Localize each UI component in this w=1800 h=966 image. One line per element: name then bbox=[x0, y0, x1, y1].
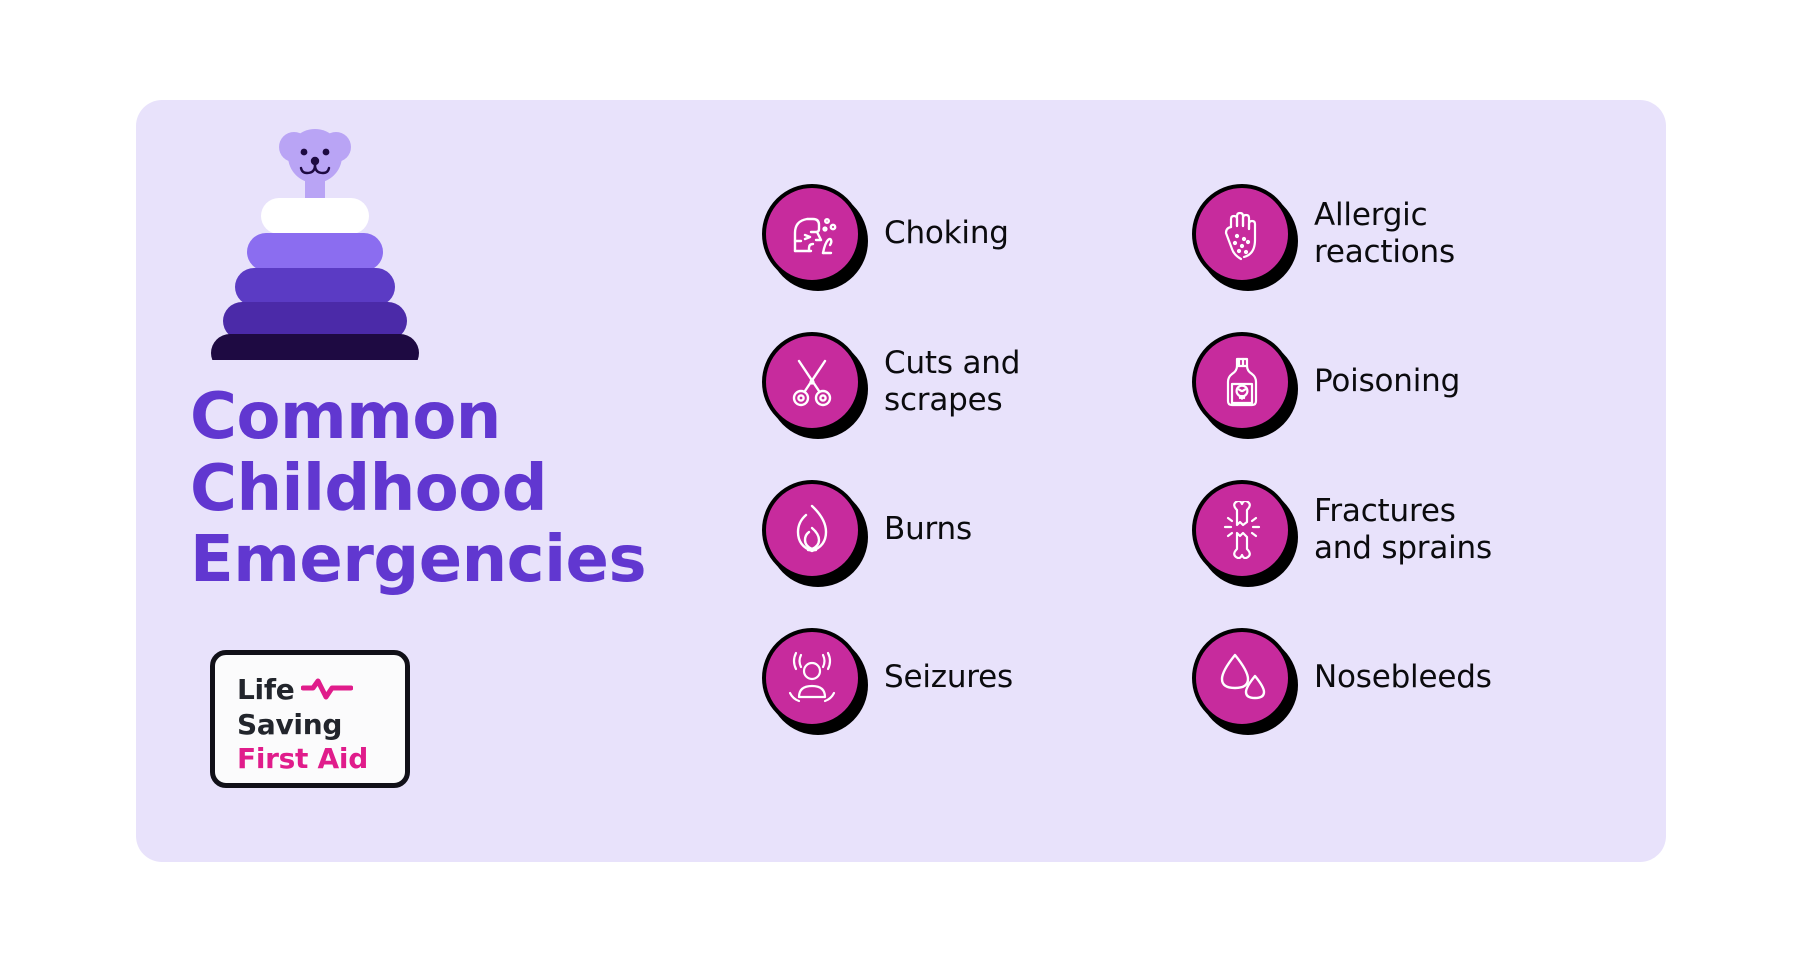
brand-logo: Life Saving First Aid bbox=[210, 650, 410, 788]
list-item-allergic-reactions[interactable]: Allergic reactions bbox=[1192, 160, 1622, 308]
stacking-ring-toy-icon bbox=[190, 120, 450, 360]
list-item-burns[interactable]: Burns bbox=[762, 456, 1192, 604]
flame-icon bbox=[783, 501, 841, 559]
item-label: Nosebleeds bbox=[1314, 659, 1492, 696]
list-item-poisoning[interactable]: Poisoning bbox=[1192, 308, 1622, 456]
item-label: Burns bbox=[884, 511, 972, 548]
poison-bottle-skull-icon bbox=[1213, 353, 1271, 411]
page-title: Common Childhood Emergencies bbox=[190, 380, 647, 598]
item-label: Fractures and sprains bbox=[1314, 492, 1492, 566]
badge bbox=[762, 332, 868, 439]
badge-disc bbox=[1192, 628, 1292, 728]
blood-drops-icon bbox=[1213, 649, 1271, 707]
item-label: Choking bbox=[884, 215, 1009, 252]
broken-bone-icon bbox=[1213, 501, 1271, 559]
badge bbox=[1192, 184, 1298, 291]
logo-text-first-aid: First Aid bbox=[237, 742, 368, 775]
badge-disc bbox=[762, 332, 862, 432]
left-column: Common Childhood Emergencies Life Saving… bbox=[190, 120, 710, 860]
logo-line-life: Life bbox=[237, 672, 405, 708]
logo-text-life: Life bbox=[237, 673, 295, 706]
scissors-icon bbox=[783, 353, 841, 411]
seizure-person-waves-icon bbox=[783, 649, 841, 707]
list-item-cuts-and-scrapes[interactable]: Cuts and scrapes bbox=[762, 308, 1192, 456]
badge bbox=[762, 628, 868, 735]
heartbeat-pulse-icon bbox=[300, 674, 354, 708]
list-item-seizures[interactable]: Seizures bbox=[762, 604, 1192, 752]
badge bbox=[762, 184, 868, 291]
badge-disc bbox=[762, 184, 862, 284]
badge-disc bbox=[1192, 184, 1292, 284]
badge-disc bbox=[1192, 332, 1292, 432]
item-label: Cuts and scrapes bbox=[884, 344, 1021, 418]
list-item-fractures-and-sprains[interactable]: Fractures and sprains bbox=[1192, 456, 1622, 604]
emergency-items-grid: Choking bbox=[762, 160, 1622, 760]
badge bbox=[1192, 480, 1298, 587]
badge-disc bbox=[762, 628, 862, 728]
list-item-nosebleeds[interactable]: Nosebleeds bbox=[1192, 604, 1622, 752]
list-item-choking[interactable]: Choking bbox=[762, 160, 1192, 308]
badge bbox=[1192, 628, 1298, 735]
item-label: Seizures bbox=[884, 659, 1013, 696]
badge-disc bbox=[762, 480, 862, 580]
badge-disc bbox=[1192, 480, 1292, 580]
logo-text-saving: Saving bbox=[237, 708, 343, 741]
badge bbox=[762, 480, 868, 587]
choking-person-icon bbox=[783, 205, 841, 263]
badge bbox=[1192, 332, 1298, 439]
hand-with-rash-icon bbox=[1213, 205, 1271, 263]
item-label: Allergic reactions bbox=[1314, 196, 1455, 270]
item-label: Poisoning bbox=[1314, 363, 1461, 400]
